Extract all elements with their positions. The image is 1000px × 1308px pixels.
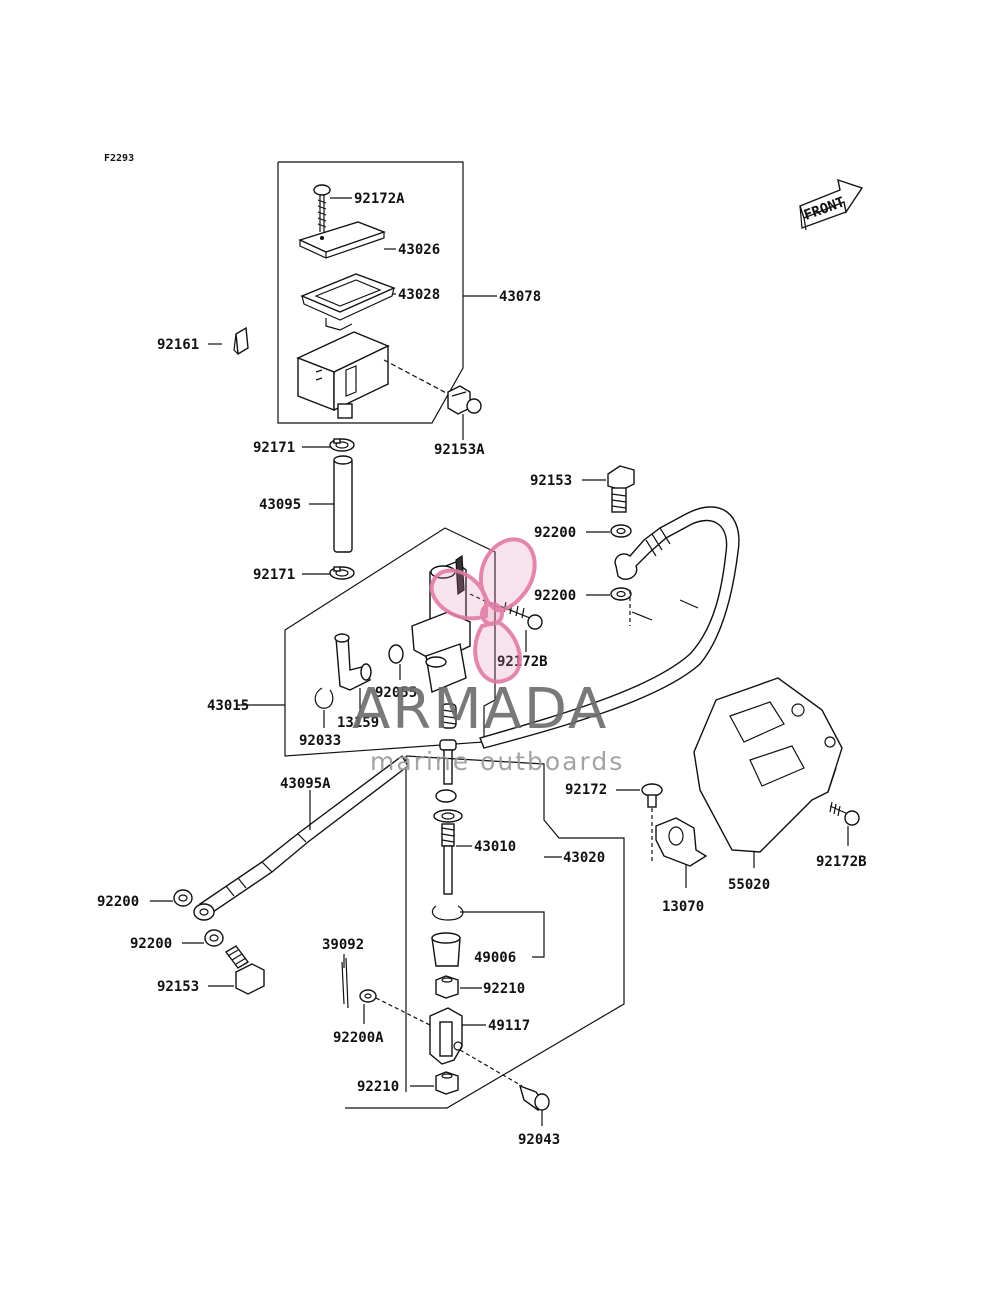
circlip-92033-icon	[314, 687, 334, 709]
screw-92172a-icon	[313, 184, 331, 232]
guard-55020-icon	[693, 677, 843, 853]
brake-hose-front-icon	[193, 754, 409, 921]
label-92200-low2: 92200	[130, 936, 172, 952]
elbow-fitting-13159-icon	[334, 633, 372, 691]
label-92033: 92033	[299, 733, 341, 749]
label-92171-top: 92171	[253, 440, 295, 456]
screw-92172b-right-icon	[829, 801, 860, 826]
piston-spring-icon	[433, 703, 463, 895]
master-cylinder-body-icon	[411, 554, 471, 693]
label-92153-top: 92153	[530, 473, 572, 489]
label-92171-bottom: 92171	[253, 567, 295, 583]
clevis-49117-icon	[429, 1007, 463, 1065]
label-92210-lower: 92210	[357, 1079, 399, 1095]
label-92200a: 92200A	[333, 1030, 384, 1046]
circlip-43020-icon	[431, 905, 464, 921]
reservoir-hose-icon	[333, 455, 353, 553]
washer-92200a-icon	[359, 989, 377, 1003]
brake-hose-rear-icon	[479, 506, 740, 749]
label-92153a: 92153A	[434, 442, 485, 458]
label-92043: 92043	[518, 1132, 560, 1148]
label-43095a: 43095A	[280, 776, 331, 792]
washer-92200-mid-icon	[610, 587, 632, 601]
label-43010: 43010	[474, 839, 516, 855]
label-92055: 92055	[375, 685, 417, 701]
label-92172b: 92172B	[497, 654, 548, 670]
nut-92210-upper-icon	[435, 975, 459, 999]
label-43078: 43078	[499, 289, 541, 305]
label-92200-mid: 92200	[534, 588, 576, 604]
diaphragm-43028-icon	[300, 273, 396, 331]
label-39092: 39092	[322, 937, 364, 953]
label-43028: 43028	[398, 287, 440, 303]
label-49006: 49006	[474, 950, 516, 966]
label-49117: 49117	[488, 1018, 530, 1034]
label-92161: 92161	[157, 337, 199, 353]
bracket-13070-icon	[655, 817, 708, 867]
hose-clamp-bottom-icon	[329, 566, 355, 580]
label-43020: 43020	[563, 850, 605, 866]
washer-92200-low2-icon	[204, 929, 224, 947]
hose-clamp-top-icon	[329, 438, 355, 452]
bolt-92153a-icon	[447, 385, 482, 415]
push-rod-assembly-box	[345, 755, 625, 1109]
reservoir-body-icon	[296, 331, 390, 419]
dust-boot-49006-icon	[431, 932, 461, 967]
o-ring-92055-icon	[388, 644, 404, 664]
master-cylinder-box	[284, 527, 496, 757]
label-92153-lower: 92153	[157, 979, 199, 995]
watermark-subtitle: marine outboards	[370, 747, 624, 776]
label-92200-low1: 92200	[97, 894, 139, 910]
nut-92210-lower-icon	[435, 1071, 459, 1095]
label-43026: 43026	[398, 242, 440, 258]
reservoir-cap-43026-icon	[298, 221, 387, 259]
label-92200-top: 92200	[534, 525, 576, 541]
label-43095: 43095	[259, 497, 301, 513]
label-55020: 55020	[728, 877, 770, 893]
front-arrow-icon: FRONT	[799, 178, 864, 231]
label-92210-upper: 92210	[483, 981, 525, 997]
propeller-logo-icon	[429, 537, 537, 684]
label-92172: 92172	[565, 782, 607, 798]
screw-92172-icon	[641, 783, 663, 808]
cotter-pin-39092-icon	[341, 957, 349, 1009]
label-92172b-right: 92172B	[816, 854, 867, 870]
label-13070: 13070	[662, 899, 704, 915]
clip-92161-icon	[233, 326, 249, 356]
clevis-pin-92043-icon	[518, 1084, 550, 1111]
watermark-title: ARMADA	[352, 677, 608, 742]
washer-92200-top-icon	[610, 524, 632, 538]
label-43015: 43015	[207, 698, 249, 714]
figure-code: F2293	[104, 153, 134, 164]
banjo-bolt-92153-icon	[607, 465, 635, 513]
washer-92200-low1-icon	[173, 889, 193, 907]
screw-92172b-icon	[499, 601, 543, 630]
label-92172a: 92172A	[354, 191, 405, 207]
watermark-logo: ARMADA marine outboards	[352, 537, 624, 776]
banjo-bolt-92153-lower-icon	[224, 945, 265, 995]
label-13159: 13159	[337, 715, 379, 731]
